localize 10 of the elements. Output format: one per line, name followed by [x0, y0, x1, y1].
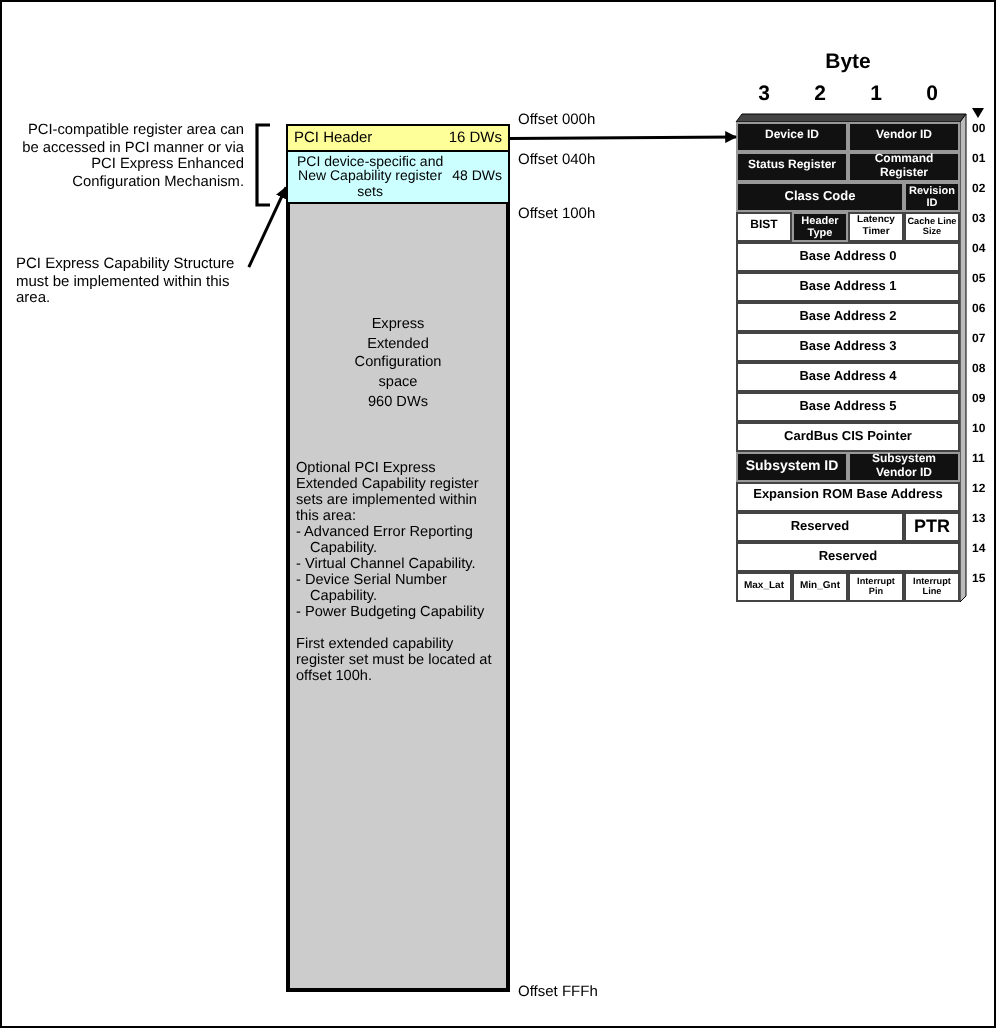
memory-region-box	[286, 202, 510, 992]
arrow	[247, 186, 288, 268]
memory-region-box	[286, 150, 510, 205]
byte-number: 2	[814, 82, 826, 106]
arrow	[510, 131, 738, 144]
column-heading: Byte	[825, 50, 871, 74]
byte-number: 0	[926, 82, 938, 106]
byte-number: 3	[758, 82, 770, 106]
register-field: PTR	[904, 512, 960, 542]
byte-number: 1	[870, 82, 882, 106]
